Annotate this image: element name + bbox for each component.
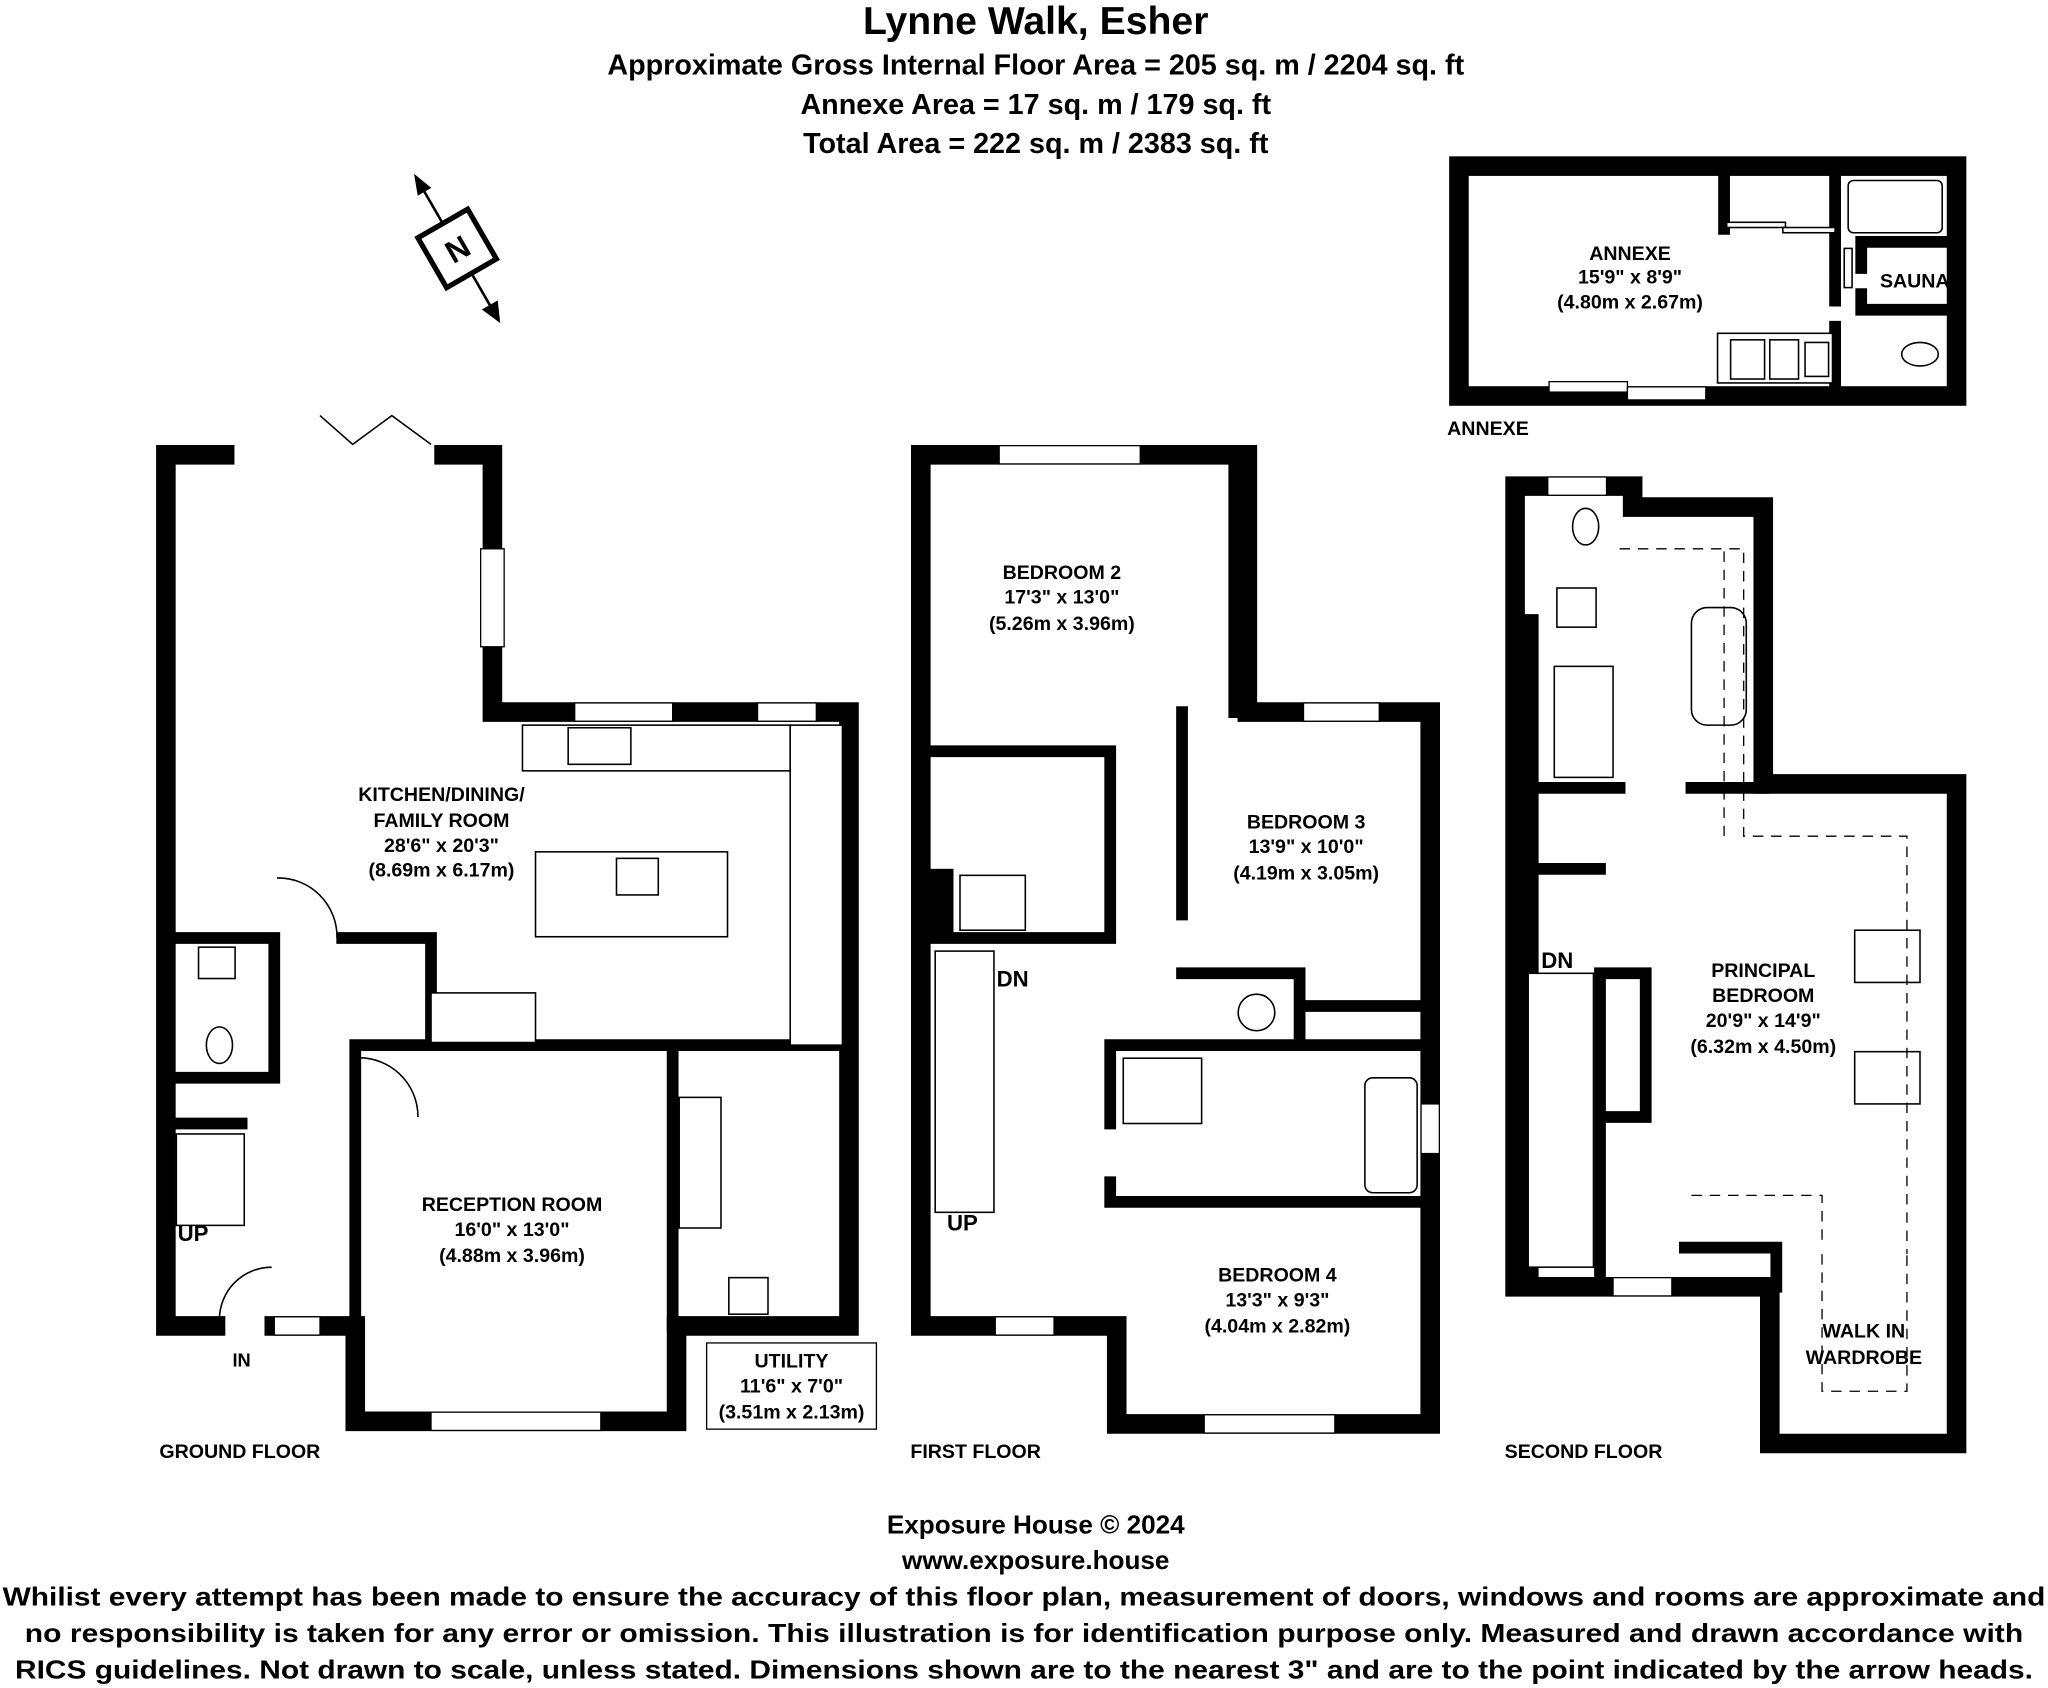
annexe-plan: ANNEXE 15'9" x 8'9" (4.80m x 2.67m) SAUN… <box>1447 156 1967 440</box>
stairs-dn-label: DN <box>997 966 1029 991</box>
bedroom2-imperial: 17'3" x 13'0" <box>1004 587 1119 609</box>
reception-name: RECEPTION ROOM <box>422 1194 603 1216</box>
bedroom3-name: BEDROOM 3 <box>1247 811 1366 833</box>
principal-name-1: PRINCIPAL <box>1711 960 1815 982</box>
total-area: Total Area = 222 sq. m / 2383 sq. ft <box>803 128 1269 160</box>
annexe-floor-label: ANNEXE <box>1447 418 1529 440</box>
kitchen-name-2: FAMILY ROOM <box>373 810 509 832</box>
principal-name-2: BEDROOM <box>1712 985 1814 1007</box>
second-floor-plan: PRINCIPAL BEDROOM 20'9" x 14'9" (6.32m x… <box>1505 476 1967 1463</box>
wardrobe-name-1: WALK IN <box>1823 1321 1906 1343</box>
company-credit: Exposure House © 2024 <box>887 1510 1185 1540</box>
reception-imperial: 16'0" x 13'0" <box>455 1219 570 1241</box>
second-floor-label: SECOND FLOOR <box>1505 1441 1663 1463</box>
reception-metric: (4.88m x 3.96m) <box>439 1245 585 1267</box>
annexe-room-imperial: 15'9" x 8'9" <box>1578 267 1682 289</box>
header: Lynne Walk, Esher Approximate Gross Inte… <box>607 0 1464 160</box>
bedroom4-name: BEDROOM 4 <box>1218 1265 1337 1287</box>
stairs-dn-label-second: DN <box>1541 948 1573 973</box>
disclaimer-line-3: RICS guidelines. Not drawn to scale, unl… <box>15 1655 2033 1685</box>
kitchen-name-1: KITCHEN/DINING/ <box>358 784 525 806</box>
ground-floor-label: GROUND FLOOR <box>159 1441 320 1463</box>
website-link[interactable]: www.exposure.house <box>901 1545 1169 1575</box>
disclaimer-line-1: Whilist every attempt has been made to e… <box>3 1581 2046 1611</box>
bedroom4-imperial: 13'3" x 9'3" <box>1225 1289 1329 1311</box>
bedroom3-metric: (4.19m x 3.05m) <box>1233 862 1379 884</box>
principal-imperial: 20'9" x 14'9" <box>1706 1010 1821 1032</box>
stairs-up-label: UP <box>178 1221 209 1246</box>
disclaimer-line-2: no responsibility is taken for any error… <box>25 1618 2023 1648</box>
kitchen-metric: (8.69m x 6.17m) <box>369 860 515 882</box>
first-floor-plan: BEDROOM 2 17'3" x 13'0" (5.26m x 3.96m) … <box>910 444 1440 1463</box>
kitchen-imperial: 28'6" x 20'3" <box>384 835 499 857</box>
principal-metric: (6.32m x 4.50m) <box>1690 1036 1836 1058</box>
first-floor-label: FIRST FLOOR <box>910 1441 1041 1463</box>
wardrobe-name-2: WARDROBE <box>1806 1347 1922 1369</box>
footer: Exposure House © 2024 www.exposure.house… <box>3 1510 2046 1685</box>
bedroom2-metric: (5.26m x 3.96m) <box>989 613 1135 635</box>
annexe-room-metric: (4.80m x 2.67m) <box>1557 291 1703 313</box>
plan-title: Lynne Walk, Esher <box>863 0 1208 43</box>
bedroom4-metric: (4.04m x 2.82m) <box>1204 1315 1350 1337</box>
gross-area: Approximate Gross Internal Floor Area = … <box>607 50 1464 82</box>
bedroom3-imperial: 13'9" x 10'0" <box>1249 836 1364 858</box>
north-compass-icon: N <box>414 173 501 324</box>
utility-imperial: 11'6" x 7'0" <box>740 1376 843 1398</box>
entrance-label: IN <box>232 1349 250 1370</box>
annexe-room-name: ANNEXE <box>1589 243 1671 265</box>
annexe-area: Annexe Area = 17 sq. m / 179 sq. ft <box>800 89 1271 121</box>
stairs-up-label-first: UP <box>947 1211 978 1236</box>
utility-metric: (3.51m x 2.13m) <box>719 1402 865 1424</box>
bedroom2-name: BEDROOM 2 <box>1003 562 1122 584</box>
ground-floor-plan: KITCHEN/DINING/ FAMILY ROOM 28'6" x 20'3… <box>156 414 878 1463</box>
utility-name: UTILITY <box>755 1351 829 1373</box>
sauna-label: SAUNA <box>1880 271 1950 293</box>
